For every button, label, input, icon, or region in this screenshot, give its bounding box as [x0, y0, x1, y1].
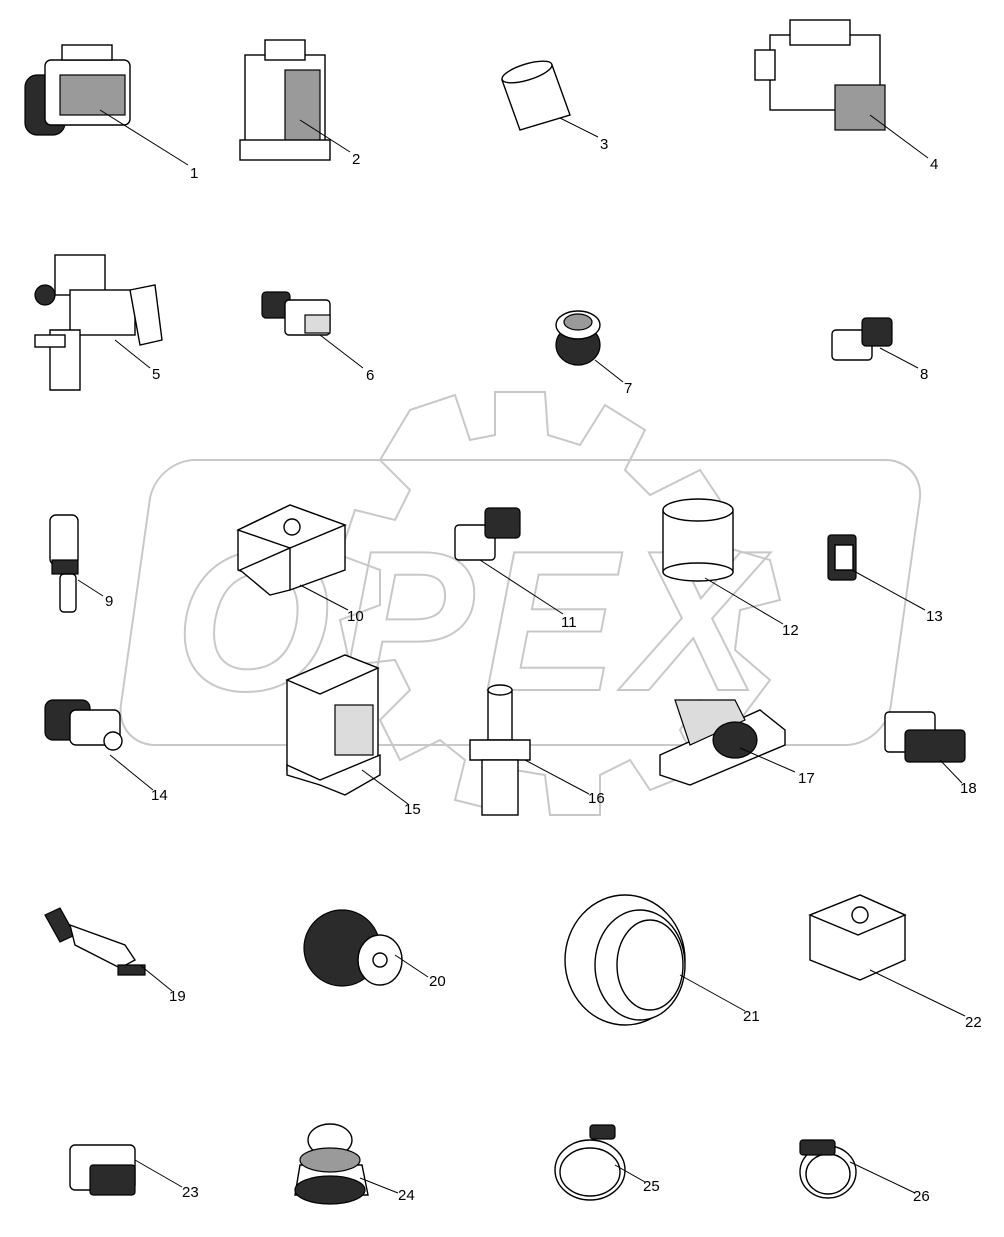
callout-26: 26 [913, 1188, 930, 1205]
part-4 [754, 19, 929, 159]
part-5 [34, 254, 163, 391]
callout-19: 19 [169, 988, 186, 1005]
part-8 [831, 317, 919, 369]
callout-14: 14 [151, 787, 168, 804]
part-25 [554, 1124, 646, 1201]
watermark-gear [338, 391, 782, 816]
part-12 [662, 498, 784, 625]
part-16 [469, 684, 590, 816]
callout-5: 5 [152, 366, 160, 383]
callout-labels: 1 2 3 4 5 6 7 8 9 10 11 12 13 14 15 16 1… [105, 136, 982, 1205]
part-15 [285, 654, 409, 805]
callout-21: 21 [743, 1008, 760, 1025]
callout-18: 18 [960, 780, 977, 797]
part-2 [239, 39, 351, 161]
part-11 [454, 507, 564, 615]
callout-9: 9 [105, 593, 113, 610]
callout-24: 24 [398, 1187, 415, 1204]
callout-7: 7 [624, 380, 632, 397]
callout-1: 1 [190, 165, 198, 182]
callout-2: 2 [352, 151, 360, 168]
callout-20: 20 [429, 973, 446, 990]
callout-8: 8 [920, 366, 928, 383]
part-22 [808, 894, 966, 1017]
callout-6: 6 [366, 367, 374, 384]
part-20 [303, 909, 429, 987]
callout-17: 17 [798, 770, 815, 787]
callout-25: 25 [643, 1178, 660, 1195]
callout-4: 4 [930, 156, 938, 173]
part-17 [659, 699, 796, 786]
callout-16: 16 [588, 790, 605, 807]
callout-12: 12 [782, 622, 799, 639]
callout-23: 23 [182, 1184, 199, 1201]
callout-15: 15 [404, 801, 421, 818]
callout-22: 22 [965, 1014, 982, 1031]
callout-3: 3 [600, 136, 608, 153]
part-24 [294, 1123, 399, 1205]
part-1 [24, 44, 189, 166]
part-19 [44, 907, 173, 992]
part-10 [236, 504, 349, 611]
part-26 [799, 1139, 916, 1199]
part-6 [261, 291, 364, 369]
part-21 [564, 894, 746, 1026]
callout-11: 11 [561, 614, 577, 631]
part-23 [69, 1144, 183, 1196]
part-3 [501, 60, 599, 138]
part-14 [44, 699, 154, 791]
part-18 [884, 711, 966, 784]
callout-10: 10 [347, 608, 364, 625]
part-9 [49, 514, 104, 613]
part-13 [827, 534, 926, 611]
callout-13: 13 [926, 608, 943, 625]
part-7 [555, 310, 624, 383]
